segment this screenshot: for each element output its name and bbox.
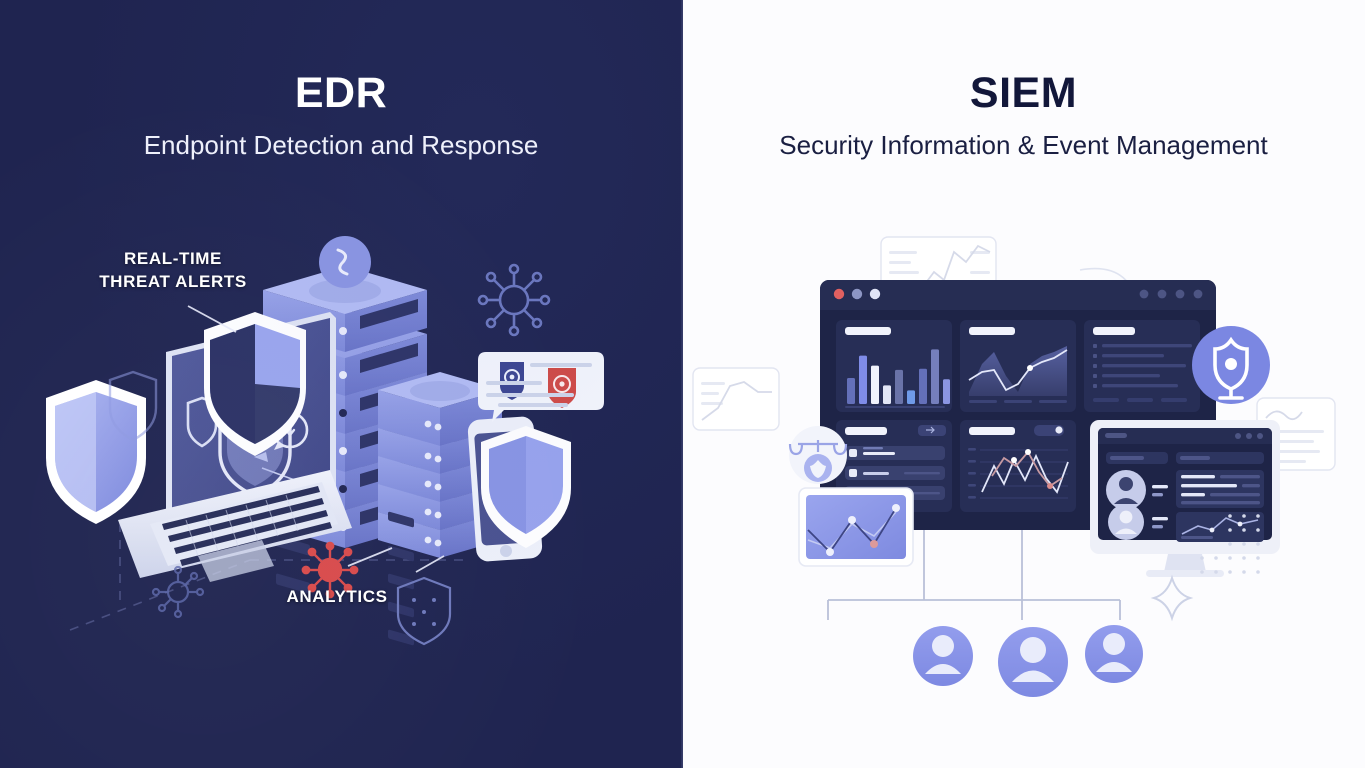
siem-panel: SIEM Security Information & Event Manage… (682, 0, 1365, 768)
user-avatar-node-1 (913, 626, 973, 686)
log-list-card[interactable] (1084, 320, 1200, 412)
profile-row-2 (1108, 504, 1264, 542)
siem-heading-block: SIEM Security Information & Event Manage… (682, 72, 1365, 160)
edr-illustration (46, 236, 604, 646)
virus-icon-blue-large (477, 263, 551, 337)
dotted-grid-decoration (1200, 514, 1260, 574)
area-chart-card[interactable] (960, 320, 1076, 412)
shield-lock-badge-circle (1192, 326, 1270, 404)
callout-line-2: THREAT ALERTS (99, 271, 247, 291)
panel-divider (681, 0, 683, 768)
floating-chart-card-left (692, 367, 780, 431)
virus-icon-blue-small (151, 565, 205, 619)
profile-row-1 (1106, 470, 1264, 510)
siem-title: SIEM (969, 69, 1078, 117)
org-tree-connector-lines (827, 530, 1121, 620)
bar-chart-bars (847, 349, 950, 404)
window-right-dots[interactable] (1139, 289, 1203, 299)
cloud-badge-top (319, 236, 371, 288)
scales-of-justice-badge (788, 426, 848, 484)
callout-analytics: ANALYTICS (286, 587, 388, 606)
callout-leader-lines (187, 305, 445, 573)
smartphone-with-shield (467, 416, 571, 562)
edr-subtitle: Endpoint Detection and Response (143, 130, 539, 160)
siem-illustration (692, 236, 1336, 697)
sparkle-icon (1150, 574, 1194, 622)
user-avatar-node-2 (998, 627, 1068, 697)
small-shield-outline (108, 370, 158, 442)
hero-shield-dark (204, 312, 306, 456)
edr-panel: EDR Endpoint Detection and Response (0, 0, 682, 768)
alert-notification-card (478, 352, 604, 422)
edr-title: EDR (294, 69, 388, 117)
monitor-with-user-profiles (1090, 420, 1280, 577)
shield-dotted-outline (396, 576, 452, 646)
siem-subtitle: Security Information & Event Management (779, 130, 1268, 160)
large-shield-left (46, 380, 146, 524)
callout-line-1: REAL-TIME (124, 249, 222, 268)
bar-chart-card[interactable] (836, 320, 952, 412)
virus-icon-red (301, 541, 359, 599)
user-avatar-node-3 (1085, 625, 1143, 683)
small-line-chart-tile (798, 487, 914, 567)
callout-real-time-threat-alerts: REAL-TIME THREAT ALERTS (88, 248, 258, 294)
line-chart-card[interactable] (960, 420, 1076, 512)
edr-heading-block: EDR Endpoint Detection and Response (0, 72, 682, 160)
window-traffic-light-dots[interactable] (833, 288, 881, 300)
